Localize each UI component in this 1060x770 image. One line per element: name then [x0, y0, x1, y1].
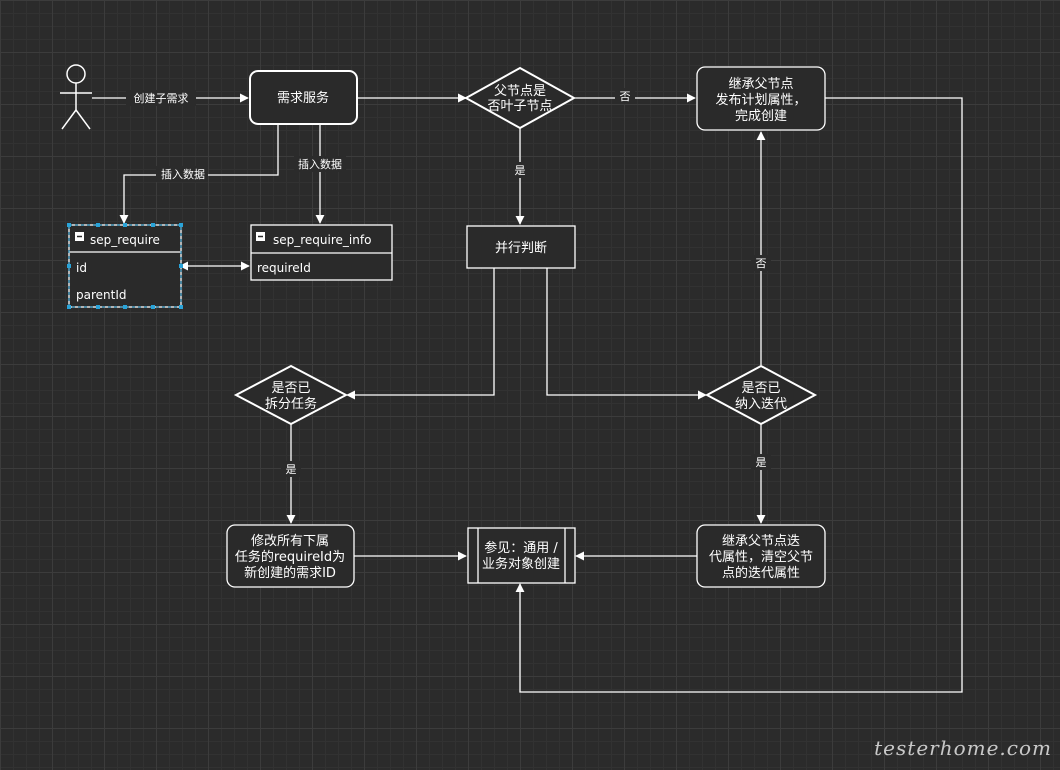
edge-parallel-split-task[interactable]: [346, 268, 495, 400]
node-see-common-line-1: 参见：通用 /: [484, 540, 558, 556]
selection-handles[interactable]: [67, 223, 183, 309]
actor-right-leg: [75, 109, 91, 130]
decision-split-task-line-2: 拆分任务: [265, 396, 317, 412]
edge-inherit-plan-common[interactable]: [515, 97, 963, 693]
node-modify-task-line-1: 修改所有下属: [251, 534, 329, 549]
decision-in-iteration[interactable]: 是否已 纳入迭代: [704, 364, 818, 426]
node-service-label: 需求服务: [277, 90, 329, 106]
decision-in-iteration-line-1: 是否已: [741, 381, 780, 396]
table-sep-require-field-id: id: [76, 261, 87, 275]
edge-label-yes-1: 是: [515, 164, 526, 177]
node-service[interactable]: 需求服务: [249, 70, 358, 125]
decision-split-task[interactable]: 是否已 拆分任务: [233, 364, 349, 426]
decision-is-leaf-line-1: 父节点是: [494, 84, 546, 99]
node-see-common-line-2: 业务对象创建: [482, 556, 560, 572]
table-sep-require-title: sep_require: [90, 233, 160, 247]
decision-split-task-line-1: 是否已: [271, 381, 310, 396]
watermark: testerhome.com: [874, 736, 1052, 760]
node-modify-task-line-3: 新创建的需求ID: [244, 565, 336, 581]
node-parallel[interactable]: 并行判断: [466, 225, 576, 269]
edge-label-yes-2: 是: [756, 456, 767, 469]
edge-label-yes-3: 是: [286, 463, 297, 476]
decision-is-leaf-line-2: 否叶子节点: [487, 99, 552, 114]
table-sep-require-info[interactable]: sep_require_info requireId: [250, 224, 393, 281]
table-sep-require-info-field-requireid: requireId: [257, 261, 311, 275]
actor-head: [66, 64, 86, 84]
node-modify-task-line-2: 任务的requireId为: [235, 549, 345, 565]
edge-label-no-1: 否: [620, 90, 631, 103]
node-inherit-plan[interactable]: 继承父节点 发布计划属性， 完成创建: [696, 66, 826, 131]
node-parallel-label: 并行判断: [495, 241, 547, 256]
edge-label-no-2: 否: [756, 257, 767, 270]
node-inherit-plan-line-2: 发布计划属性，: [715, 92, 806, 108]
node-see-common[interactable]: 参见：通用 / 业务对象创建: [467, 527, 576, 584]
node-inherit-iteration[interactable]: 继承父节点迭 代属性，清空父节 点的迭代属性: [696, 524, 826, 588]
actor-left-leg: [61, 109, 77, 130]
table-sep-require-info-title: sep_require_info: [273, 233, 371, 247]
edge-parallel-in-iteration[interactable]: [546, 268, 707, 400]
node-inherit-iteration-line-3: 点的迭代属性: [722, 565, 800, 581]
edge-label-insert-data-2: 插入数据: [298, 157, 342, 171]
edge-label-insert-data-1: 插入数据: [161, 167, 205, 181]
node-modify-task[interactable]: 修改所有下属 任务的requireId为 新创建的需求ID: [226, 524, 355, 588]
node-inherit-plan-line-3: 完成创建: [735, 109, 787, 124]
table-sep-require[interactable]: sep_require id parentId: [67, 223, 183, 309]
actor[interactable]: [60, 64, 92, 130]
node-inherit-iteration-line-2: 代属性，清空父节: [709, 550, 813, 565]
decision-in-iteration-line-2: 纳入迭代: [735, 397, 787, 412]
table-sep-require-field-parentid: parentId: [76, 288, 127, 302]
edge-label-create-child: 创建子需求: [134, 91, 189, 105]
decision-is-leaf[interactable]: 父节点是 否叶子节点: [463, 66, 577, 130]
node-inherit-plan-line-1: 继承父节点: [728, 77, 793, 92]
node-inherit-iteration-line-1: 继承父节点迭: [722, 534, 800, 549]
